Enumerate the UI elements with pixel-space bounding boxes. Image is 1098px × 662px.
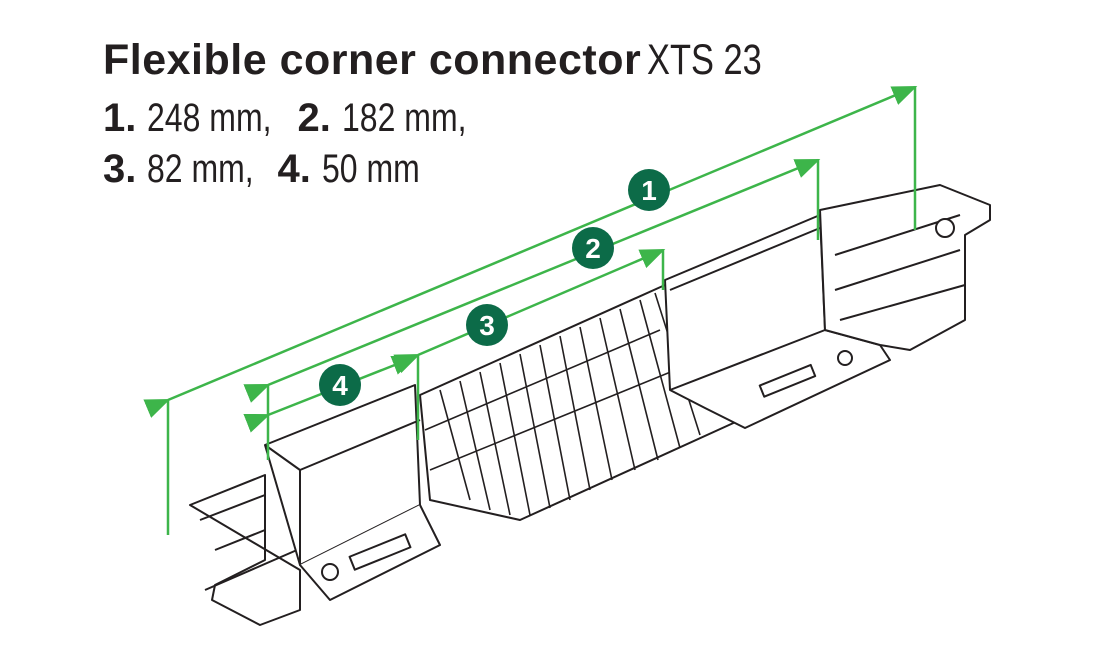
- svg-text:2: 2: [585, 233, 601, 264]
- badge-3: 3: [466, 304, 508, 346]
- dim-1-num: 1.: [103, 96, 137, 140]
- dimension-badges: 1 2 3 4: [319, 169, 670, 406]
- badge-4: 4: [319, 364, 361, 406]
- dim-3-num: 3.: [103, 147, 137, 191]
- svg-text:1: 1: [641, 175, 657, 206]
- dim-3-line: [393, 248, 666, 374]
- dimension-lines: [143, 85, 918, 535]
- svg-text:4: 4: [332, 370, 348, 401]
- title-bold: Flexible corner connector: [103, 36, 642, 84]
- badge-1: 1: [628, 169, 670, 211]
- svg-text:3: 3: [479, 310, 495, 341]
- badge-2: 2: [572, 227, 614, 269]
- title-model: XTS 23: [647, 36, 762, 84]
